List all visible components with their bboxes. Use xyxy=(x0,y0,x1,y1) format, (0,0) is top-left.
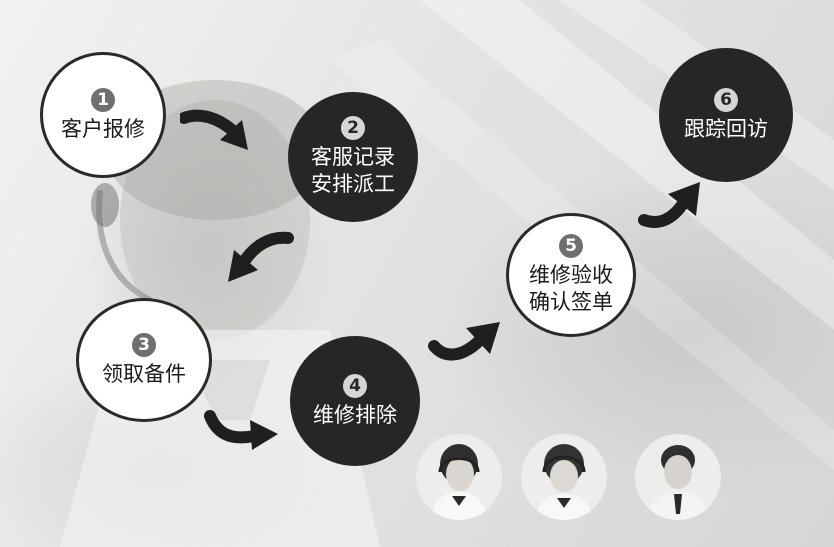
operator-photo-1 xyxy=(416,434,502,520)
step-5-label-line-2: 确认签单 xyxy=(529,290,613,314)
step-4-circle: 4 维修排除 xyxy=(290,336,420,466)
step-2-number-badge: 2 xyxy=(341,116,365,140)
step-3-circle: 3 领取备件 xyxy=(76,298,212,422)
arrow-5-to-6-icon xyxy=(638,182,700,228)
operator-headset-icon xyxy=(535,444,593,520)
operator-photo-3 xyxy=(635,434,721,520)
step-4-number-badge: 4 xyxy=(343,373,367,398)
arrow-4-to-5-icon xyxy=(428,322,500,361)
step-5-number-badge: 5 xyxy=(559,234,583,258)
step-6-number-badge: 6 xyxy=(714,87,738,112)
step-6-circle: 6 跟踪回访 xyxy=(659,48,793,182)
arrow-2-to-3-icon xyxy=(228,231,294,282)
arrow-1-to-2-icon xyxy=(180,109,248,150)
step-1-circle: 1 客户报修 xyxy=(40,52,166,178)
step-4-label: 维修排除 xyxy=(313,402,397,427)
step-2-circle: 2 客服记录 安排派工 xyxy=(288,92,418,222)
operator-headset-icon xyxy=(430,444,488,520)
arrow-3-to-4-icon xyxy=(204,410,278,450)
operator-photo-icon xyxy=(647,445,709,520)
step-3-label: 领取备件 xyxy=(102,361,186,386)
step-6-label: 跟踪回访 xyxy=(684,116,768,141)
step-5-label-line-1: 维修验收 xyxy=(529,263,613,287)
operator-photo-2 xyxy=(521,434,607,520)
step-1-number-badge: 1 xyxy=(91,87,115,112)
step-2-label-line-1: 客服记录 xyxy=(311,145,395,169)
step-2-label-line-2: 安排派工 xyxy=(311,172,395,196)
step-5-circle: 5 维修验收 确认签单 xyxy=(506,213,636,337)
step-1-label: 客户报修 xyxy=(61,116,145,141)
step-3-number-badge: 3 xyxy=(132,332,156,357)
